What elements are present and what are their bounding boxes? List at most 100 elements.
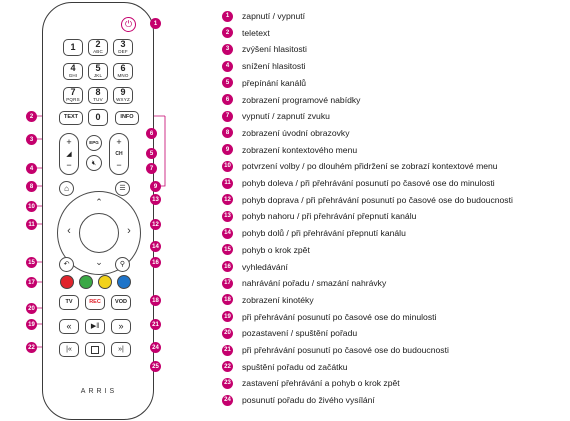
callout-badge-25: 25 [150,361,161,372]
callout-badge-24: 24 [150,342,161,353]
live-button[interactable]: »| [111,342,131,357]
vod-button[interactable]: VOD [111,295,131,310]
callout-badge-19: 19 [26,319,37,330]
callout-badge-17: 17 [26,277,37,288]
callout-badge-20: 20 [26,303,37,314]
numpad-button-1[interactable]: 1 [63,39,83,56]
legend-text: pohyb doleva / při přehrávání posunutí p… [242,178,495,188]
info-button[interactable]: INFO [115,111,139,125]
numpad-button-7[interactable]: 7 PQRS [63,87,83,104]
numpad-button-0[interactable]: 0 [88,109,108,126]
play-pause-button[interactable]: ▶‖ [85,319,105,334]
legend-text: zobrazení kontextového menu [242,144,358,155]
legend-text: teletext [242,27,270,38]
callout-badge-11: 11 [26,219,37,230]
numpad-digit: 2 [95,39,101,50]
legend-number: 11 [222,177,233,189]
volume-down-button[interactable]: − [66,160,72,170]
mute-button[interactable]: 🔇︎ [86,155,102,171]
numpad-button-5[interactable]: 5 JKL [88,63,108,80]
legend-item: 1 zapnutí / vypnutí [222,9,305,23]
rewind-button[interactable]: « [59,319,79,334]
nav-right-button[interactable]: › [123,225,135,239]
numpad-digit: 6 [120,63,126,74]
restart-button[interactable]: |« [59,342,79,357]
blue-button[interactable] [117,275,131,289]
chevron-right-icon: › [127,225,131,237]
legend-number: 2 [222,27,233,39]
back-button[interactable]: ↶ [59,257,74,272]
legend-text: zobrazení úvodní obrazovky [242,127,350,138]
legend-text: snížení hlasitosti [242,61,306,72]
numpad-button-2[interactable]: 2 ABC [88,39,108,56]
numpad-button-3[interactable]: 3 DEF [113,39,133,56]
nav-left-button[interactable]: ‹ [63,225,75,239]
rec-button-label: REC [89,298,101,305]
rec-button[interactable]: REC [85,295,105,310]
fast-forward-icon: » [118,321,124,331]
channel-down-button[interactable]: − [116,160,122,170]
legend-item: 8 zobrazení úvodní obrazovky [222,126,350,140]
text-button[interactable]: TEXT [59,111,83,125]
play-pause-icon: ▶‖ [90,323,100,330]
numpad-letters: DEF [118,49,128,55]
legend-item: 7 vypnutí / zapnutí zvuku [222,109,330,123]
legend-item: 15 pohyb o krok zpět [222,243,310,257]
legend-text: zvýšení hlasitosti [242,44,307,55]
numpad-button-8[interactable]: 8 TUV [88,87,108,104]
info-button-label: INFO [120,114,134,121]
menu-icon: ☰ [119,185,126,192]
stop-button[interactable] [85,342,105,357]
legend-text: pohyb dolů / při přehrávání přepnutí kan… [242,228,406,239]
callout-badge-7: 7 [146,163,157,174]
legend-text: přepínání kanálů [242,77,307,88]
legend-text: zobrazení kinotéky [242,294,314,305]
legend-text: vypnutí / zapnutí zvuku [242,111,330,122]
numpad-button-4[interactable]: 4 GHI [63,63,83,80]
legend-text: při přehrávání posunutí po časové ose do… [242,311,437,322]
ok-button[interactable] [79,213,119,253]
legend-text: pohyb o krok zpět [242,244,310,255]
legend-item: 2 teletext [222,26,270,40]
numpad-digit: 0 [95,112,101,122]
rewind-icon: « [66,321,72,331]
legend-item: 22 spuštění pořadu od začátku [222,360,348,374]
red-button[interactable] [60,275,74,289]
chevron-down-icon: ⌄ [95,257,103,267]
legend-text: zastavení přehrávání a pohyb o krok zpět [242,378,400,389]
chevron-up-icon: ⌃ [95,197,103,207]
callout-badge-15: 15 [26,257,37,268]
tv-button[interactable]: TV [59,295,79,310]
volume-up-button[interactable]: + [66,137,72,147]
legend-number: 18 [222,294,233,306]
channel-up-button[interactable]: + [116,137,122,147]
legend-number: 21 [222,344,233,356]
numpad-letters: WXYZ [116,97,130,103]
yellow-button[interactable] [98,275,112,289]
nav-up-button[interactable]: ⌃ [92,197,106,209]
numpad-button-6[interactable]: 6 MNO [113,63,133,80]
callout-badge-5: 5 [146,148,157,159]
channel-rocker: + CH − [109,133,129,175]
power-button[interactable]: ⏻ [121,17,136,32]
green-button[interactable] [79,275,93,289]
home-button[interactable]: ⌂ [59,181,74,196]
legend-item: 10 potvrzení volby / po dlouhém přidržen… [222,159,498,173]
search-button[interactable]: ⚲ [115,257,130,272]
legend-number: 15 [222,244,233,256]
numpad-button-9[interactable]: 9 WXYZ [113,87,133,104]
nav-down-button[interactable]: ⌄ [92,257,106,269]
home-icon: ⌂ [64,183,69,193]
numpad-digit: 9 [120,87,126,98]
callout-badge-12: 12 [150,219,161,230]
legend-number: 9 [222,144,233,156]
epg-button[interactable]: EPG [86,135,102,151]
mute-icon: 🔇︎ [91,159,97,167]
numpad-digit: 8 [95,87,101,98]
menu-button[interactable]: ☰ [115,181,130,196]
numpad-letters: ABC [93,49,103,55]
fast-forward-button[interactable]: » [111,319,131,334]
legend-item: 23 zastavení přehrávání a pohyb o krok z… [222,376,400,390]
skip-back-icon: |« [66,346,72,353]
